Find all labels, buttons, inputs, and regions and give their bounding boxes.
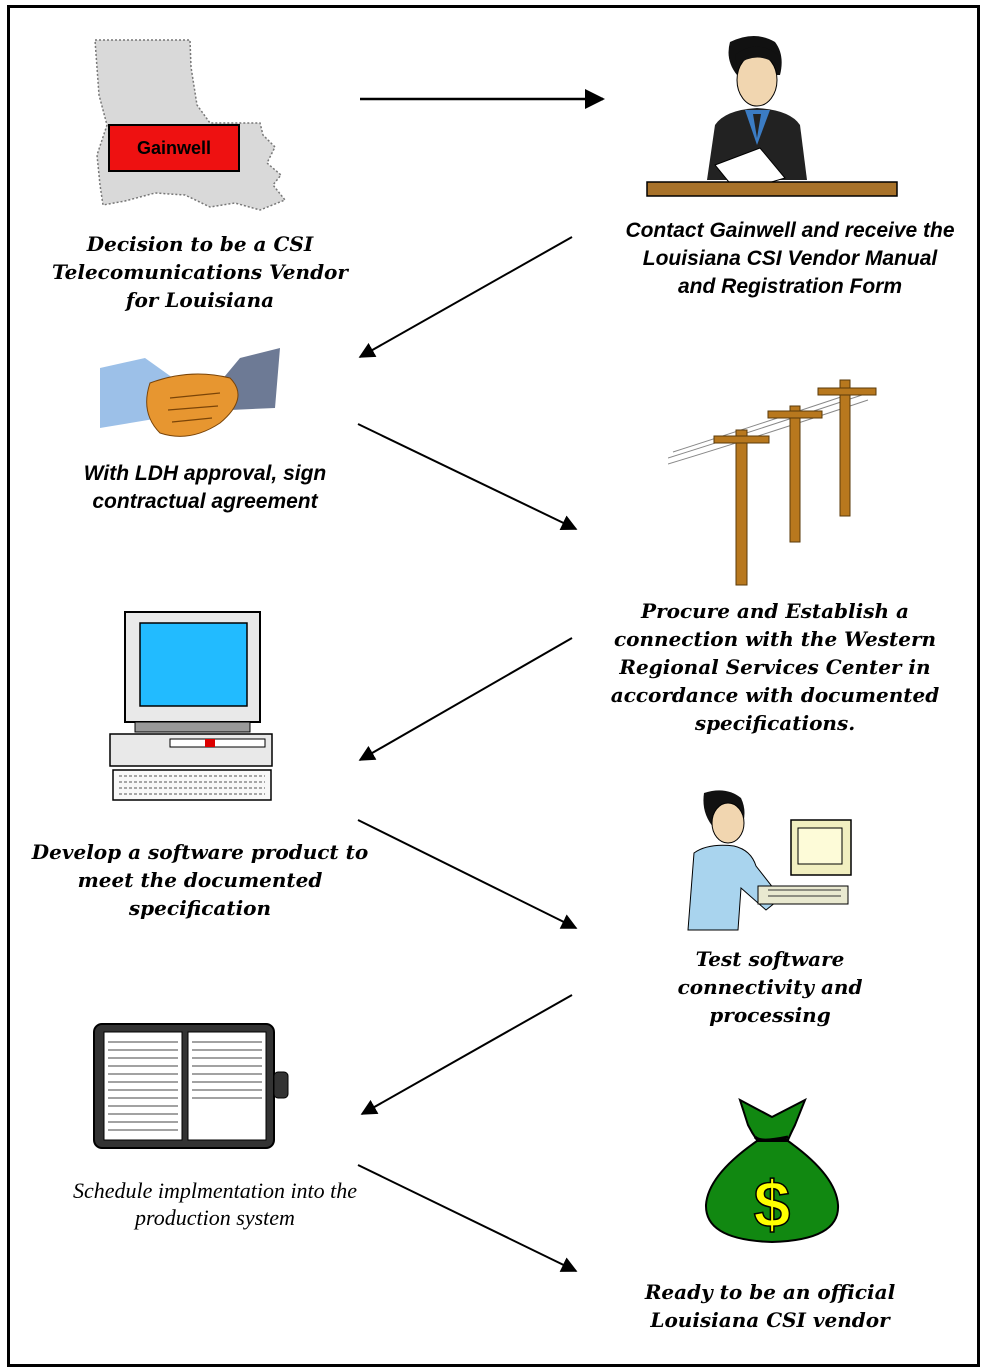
arrow-contact-to-approval (358, 236, 573, 358)
handshake-icon (100, 348, 280, 437)
svg-text:$: $ (754, 1167, 791, 1241)
arrow-test-to-schedule (360, 994, 573, 1115)
man-at-desk-icon (646, 36, 898, 197)
gainwell-label-box: Gainwell (108, 124, 240, 172)
person-at-computer-icon (686, 788, 858, 933)
arrow-develop-to-test (357, 819, 578, 929)
arrow-procure-to-develop (358, 637, 573, 761)
money-bag-icon: $ (704, 1097, 840, 1244)
planner-notebook-icon (93, 1023, 289, 1149)
step-develop-caption: Develop a software product to meet the d… (31, 840, 369, 920)
arrow-schedule-to-ready (357, 1164, 578, 1272)
desktop-computer-icon (109, 611, 273, 801)
step-schedule-caption: Schedule implmentation into the producti… (72, 1178, 358, 1230)
arrow-approval-to-procure (357, 423, 578, 530)
step-contact-caption: Contact Gainwell and receive the Louisia… (625, 219, 955, 298)
step-ready-caption: Ready to be an official Louisiana CSI ve… (644, 1280, 896, 1332)
step-decision-caption: Decision to be a CSI Telecomunications V… (52, 232, 348, 312)
step-procure-caption: Procure and Establish a connection with … (610, 599, 940, 735)
telephone-poles-icon (668, 379, 877, 586)
step-approval-caption: With LDH approval, sign contractual agre… (83, 462, 327, 513)
step-test-caption: Test software connectivity and processin… (677, 947, 863, 1027)
gainwell-label: Gainwell (136, 137, 212, 158)
